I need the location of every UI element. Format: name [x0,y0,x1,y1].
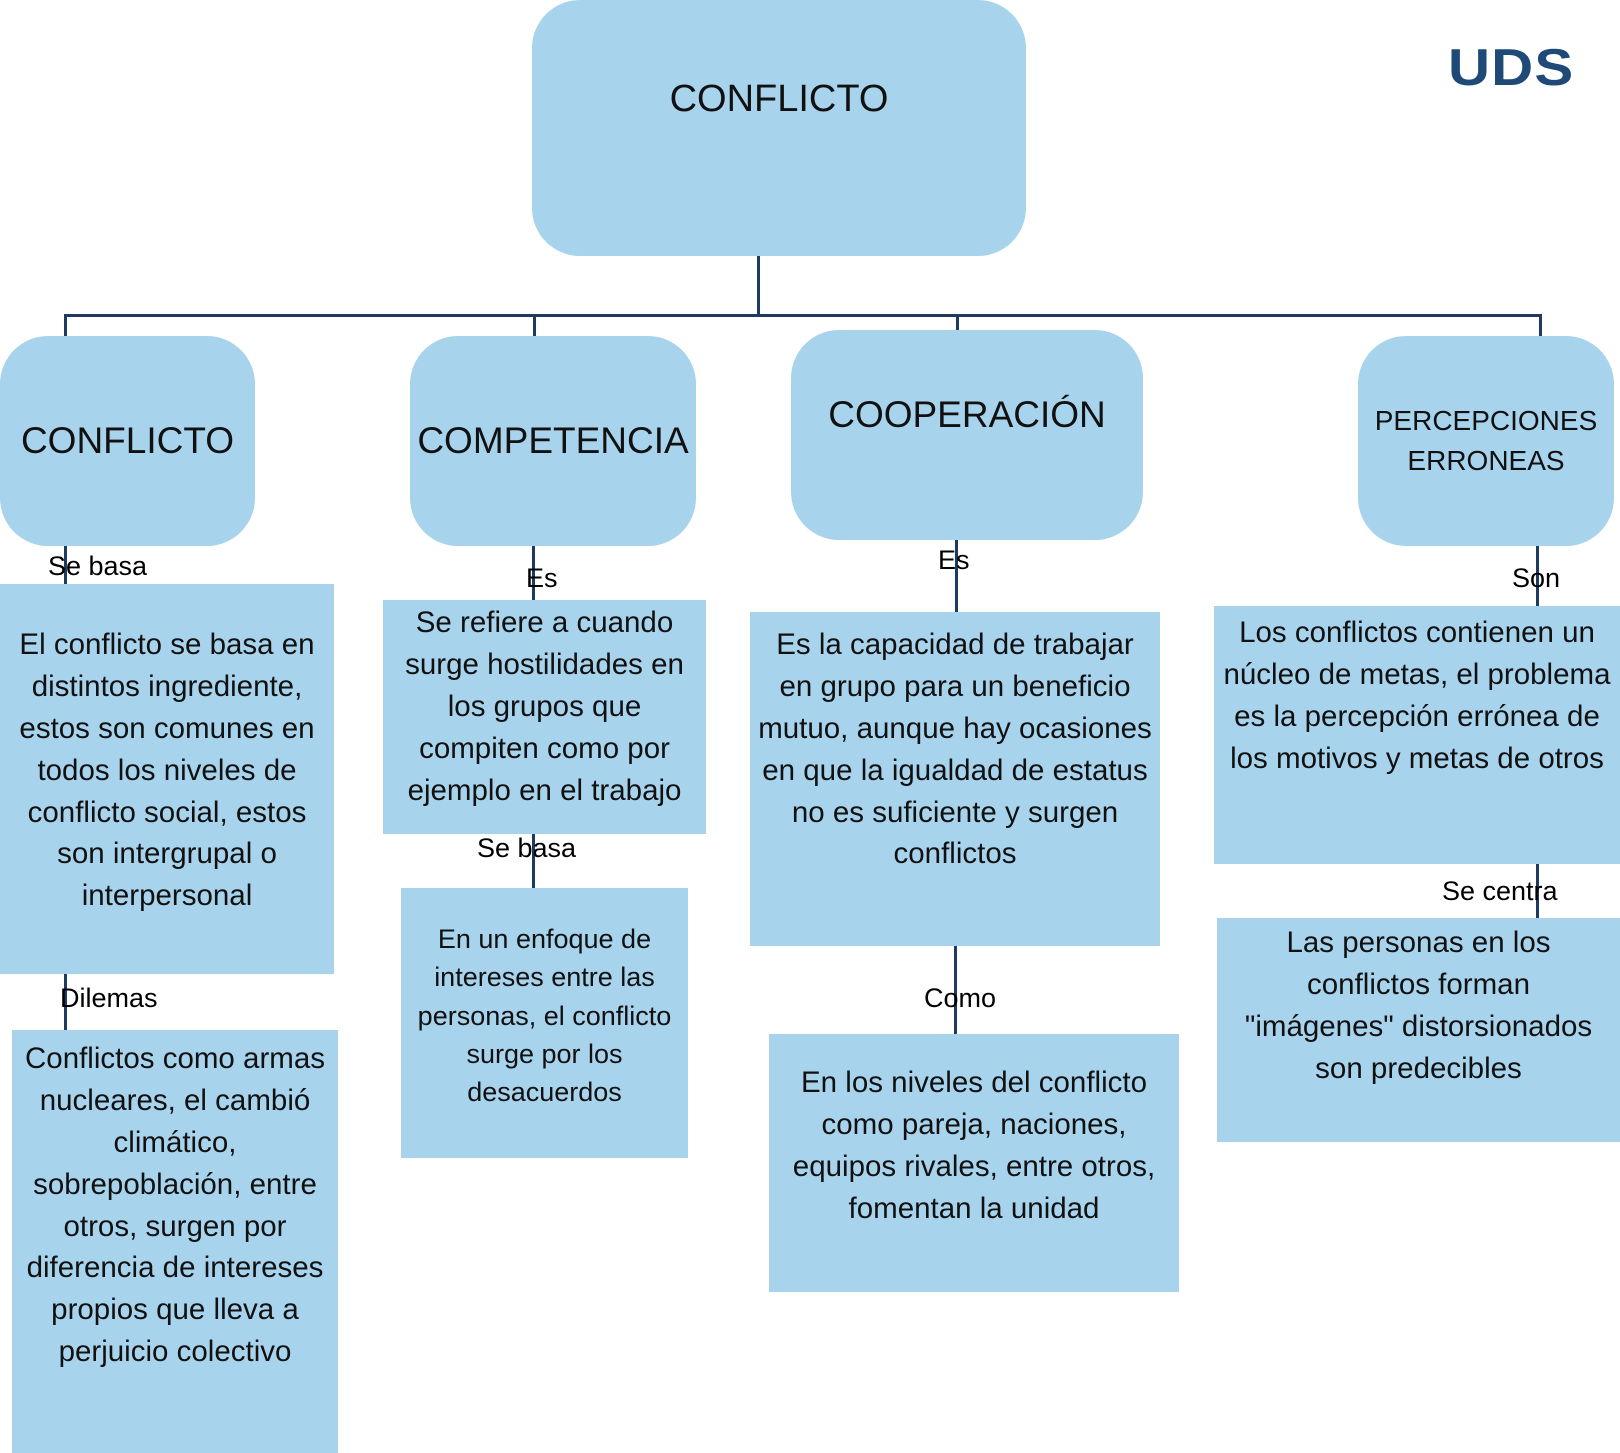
branch1-drop [64,314,67,336]
branch1-link1-line [64,546,67,584]
branch4-box2: Las personas en los conflictos forman "i… [1217,918,1620,1142]
branch1-box1: El conflicto se basa en distintos ingred… [0,584,334,974]
branch2-drop [533,314,536,336]
branch1-link2-line [64,972,67,1030]
branch4-link1-label: Son [1512,563,1561,593]
branch3-link2-line [954,946,957,1034]
branch2-link2-line [532,832,535,888]
branch3-box2: En los niveles del conflicto como pareja… [769,1034,1179,1292]
branch3-link1-line [955,540,958,612]
branch3-box2-text: En los niveles del conflicto como pareja… [792,1066,1156,1225]
branch4-box2-text: Las personas en los conflictos forman "i… [1244,926,1593,1085]
horizontal-connector [64,314,1542,317]
branch2-box2: En un enfoque de intereses entre las per… [401,888,688,1158]
branch1-box2: Conflictos como armas nucleares, el camb… [12,1030,338,1453]
branch2-link1-line [532,546,535,600]
branch-cooperacion-title: COOPERACIÓN [828,394,1106,435]
branch4-drop [1539,314,1542,336]
branch-competencia-title: COMPETENCIA [417,420,689,461]
branch2-box1-text: Se refiere a cuando surge hostilidades e… [405,606,684,807]
uds-logo: UDS [1448,39,1575,97]
branch2-box1: Se refiere a cuando surge hostilidades e… [383,600,706,834]
branch-competencia-node: COMPETENCIA [410,336,696,546]
root-title: CONFLICTO [669,78,889,120]
branch2-link1-label: Es [526,563,558,593]
branch2-box2-text: En un enfoque de intereses entre las per… [417,924,672,1108]
branch-conflicto-node: CONFLICTO [0,336,255,546]
branch-conflicto-title: CONFLICTO [20,420,235,461]
branch4-link2-line [1536,864,1539,920]
branch4-link2-label: Se centra [1442,876,1558,906]
branch1-box2-text: Conflictos como armas nucleares, el camb… [24,1042,325,1369]
branch4-box1: Los conflictos contienen un núcleo de me… [1214,606,1620,864]
branch3-box1: Es la capacidad de trabajar en grupo par… [750,612,1160,946]
branch3-link2-label: Como [924,983,997,1013]
branch-percepciones-title: PERCEPCIONES ERRONEAS [1374,405,1598,476]
root-node: CONFLICTO [532,0,1026,256]
branch3-box1-text: Es la capacidad de trabajar en grupo par… [758,628,1152,871]
branch1-link2-label: Dilemas [60,983,158,1013]
branch4-link1-line [1536,546,1539,606]
root-stem [757,255,760,315]
branch-percepciones-node: PERCEPCIONES ERRONEAS [1358,336,1614,546]
branch3-drop [956,314,959,330]
branch3-link1-label: Es [938,545,970,575]
branch2-link2-label: Se basa [477,833,577,863]
branch-cooperacion-node: COOPERACIÓN [791,330,1143,540]
branch1-link1-label: Se basa [48,551,148,581]
branch1-box1-text: El conflicto se basa en distintos ingred… [19,628,315,913]
branch4-box1-text: Los conflictos contienen un núcleo de me… [1223,616,1611,775]
